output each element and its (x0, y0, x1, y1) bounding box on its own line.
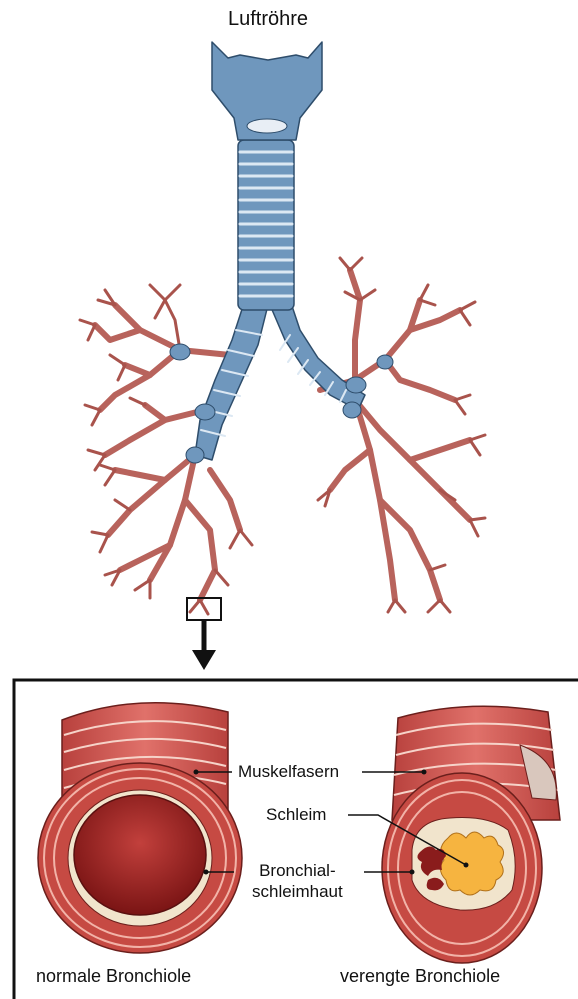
normal-lumen (74, 795, 206, 915)
bronchial-mucosa-label: Bronchial- schleimhaut (252, 860, 343, 902)
right-main-bronchus (270, 300, 365, 410)
narrowed-bronchiole (382, 706, 560, 963)
zoom-arrow-head (192, 650, 216, 670)
bronchial-mucosa-label-line2: schleimhaut (252, 881, 343, 902)
muscle-fibers-label: Muskelfasern (238, 762, 339, 782)
narrowed-bronchiole-caption: verengte Bronchiole (340, 966, 500, 987)
right-twigs (318, 258, 485, 612)
left-bronchial-branches (95, 305, 240, 600)
normal-bronchiole (38, 703, 242, 953)
larynx-opening (247, 119, 287, 133)
right-bronchial-branches (320, 270, 470, 600)
normal-bronchiole-caption: normale Bronchiole (36, 966, 191, 987)
mucus-label: Schleim (266, 805, 326, 825)
left-main-bronchus (195, 300, 268, 460)
bronchial-tree (80, 42, 485, 614)
bronchial-mucosa-label-line1: Bronchial- (252, 860, 343, 881)
trachea-label: Luftröhre (0, 8, 536, 31)
mucus-plug (440, 832, 503, 895)
